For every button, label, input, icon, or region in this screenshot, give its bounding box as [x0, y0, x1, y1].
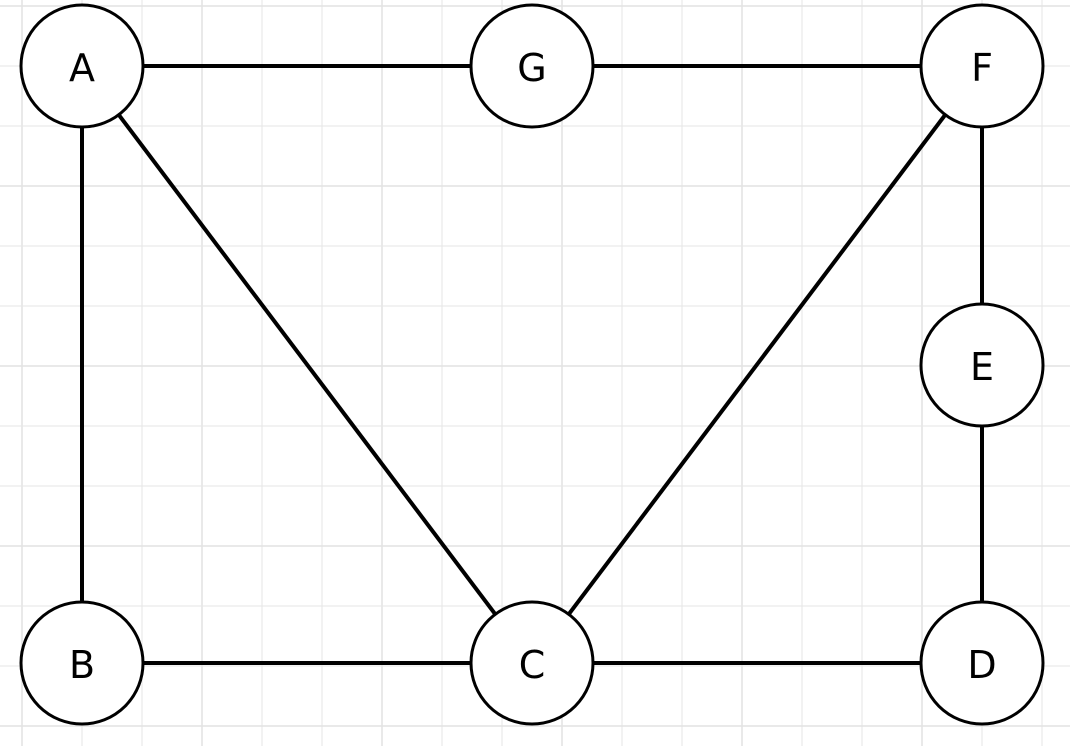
- node-d: D: [919, 600, 1045, 726]
- node-b: B: [19, 600, 145, 726]
- node-circle: [469, 3, 595, 129]
- node-g: G: [469, 3, 595, 129]
- node-label: A: [69, 46, 95, 90]
- node-f: F: [919, 3, 1045, 129]
- node-circle: [19, 3, 145, 129]
- node-label: D: [967, 643, 996, 687]
- edge-a-c: [80, 64, 534, 665]
- node-label: C: [519, 643, 546, 687]
- node-circle: [919, 3, 1045, 129]
- node-label: G: [517, 46, 546, 90]
- node-layer: A G F E B C D: [19, 3, 1045, 726]
- node-circle: [19, 600, 145, 726]
- node-e: E: [919, 302, 1045, 428]
- node-c: C: [469, 600, 595, 726]
- node-circle: [469, 600, 595, 726]
- edge-c-f: [530, 64, 984, 665]
- node-circle: [919, 600, 1045, 726]
- edge-layer: [80, 64, 984, 665]
- node-label: E: [970, 345, 994, 389]
- node-circle: [919, 302, 1045, 428]
- node-label: F: [971, 46, 993, 90]
- node-label: B: [69, 643, 95, 687]
- node-a: A: [19, 3, 145, 129]
